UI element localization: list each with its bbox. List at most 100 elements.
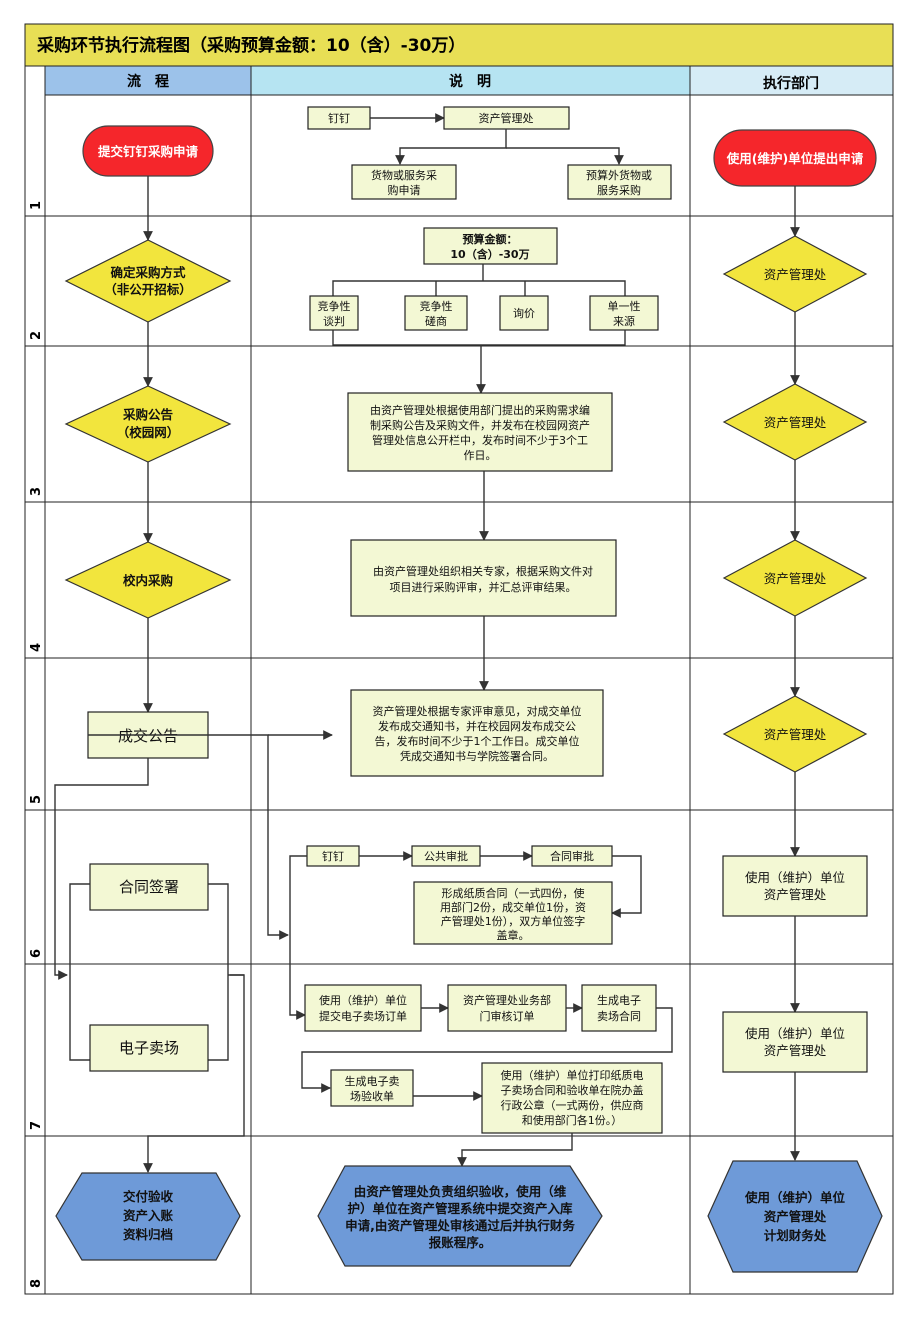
row-number-6: 6 xyxy=(29,949,44,958)
dept-submit-node: 使用(维护)单位提出申请 xyxy=(713,129,877,187)
row-number-3: 3 xyxy=(29,487,44,496)
header-flow xyxy=(44,65,252,96)
svg-text:发布成交通知书，并在校园网发布成交公: 发布成交通知书，并在校园网发布成交公 xyxy=(378,719,576,733)
svg-text:来源: 来源 xyxy=(613,314,635,328)
svg-text:采购公告: 采购公告 xyxy=(122,407,174,422)
svg-text:用部门2份，成交单位1份，资: 用部门2份，成交单位1份，资 xyxy=(440,900,586,914)
svg-text:生成电子: 生成电子 xyxy=(597,993,641,1007)
svg-text:门审核订单: 门审核订单 xyxy=(480,1009,535,1023)
svg-text:（非公开招标）: （非公开招标） xyxy=(104,282,192,297)
desc-contract-approve-box: 合同审批 xyxy=(531,845,613,867)
row-number-2: 2 xyxy=(29,331,44,340)
desc-row3-box: 由资产管理处根据使用部门提出的采购需求编 制采购公告及采购文件，并发布在校园网资… xyxy=(347,392,613,472)
svg-text:询价: 询价 xyxy=(513,307,535,320)
dept-d3-diamond: 资产管理处 xyxy=(722,383,868,461)
svg-text:盖章。: 盖章。 xyxy=(497,928,530,942)
dept-d5-diamond: 资产管理处 xyxy=(722,695,868,773)
svg-text:磋商: 磋商 xyxy=(425,314,447,328)
svg-text:使用（维护）单位: 使用（维护）单位 xyxy=(745,1026,845,1041)
desc-row8-hexagon: 由资产管理处负责组织验收，使用（维 护）单位在资产管理系统中提交资产入库 申请,… xyxy=(317,1165,603,1267)
flow-submit-node: 提交钉钉采购申请 xyxy=(82,125,214,177)
svg-text:资产管理处: 资产管理处 xyxy=(479,111,534,125)
svg-text:由资产管理处组织相关专家，根据采购文件对: 由资产管理处组织相关专家，根据采购文件对 xyxy=(373,564,593,578)
svg-text:交付验收: 交付验收 xyxy=(123,1189,174,1204)
svg-text:服务采购: 服务采购 xyxy=(597,183,641,197)
svg-text:校内采购: 校内采购 xyxy=(123,573,173,588)
svg-text:成交公告: 成交公告 xyxy=(118,727,178,745)
desc-order-box: 使用（维护）单位 提交电子卖场订单 xyxy=(304,984,422,1032)
svg-text:行政公章（一式两份，供应商: 行政公章（一式两份，供应商 xyxy=(501,1098,644,1112)
svg-text:形成纸质合同（一式四份，使: 形成纸质合同（一式四份，使 xyxy=(442,886,585,900)
svg-text:单一性: 单一性 xyxy=(608,299,641,313)
desc-method-3: 询价 xyxy=(499,295,549,331)
svg-text:产管理处1份），双方单位签字: 产管理处1份），双方单位签字 xyxy=(441,914,586,928)
svg-text:钉钉: 钉钉 xyxy=(328,112,350,125)
desc-row4-box: 由资产管理处组织相关专家，根据采购文件对 项目进行采购评审，并汇总评审结果。 xyxy=(350,539,617,617)
svg-text:资产管理处: 资产管理处 xyxy=(764,415,827,430)
desc-paper-contract-box: 形成纸质合同（一式四份，使 用部门2份，成交单位1份，资 产管理处1份），双方单… xyxy=(413,881,613,945)
desc-method-1: 竞争性 谈判 xyxy=(309,295,359,331)
svg-text:使用（维护）单位: 使用（维护）单位 xyxy=(745,870,845,885)
svg-text:提交电子卖场订单: 提交电子卖场订单 xyxy=(319,1009,407,1023)
title-bar xyxy=(24,23,894,67)
dept-d4-diamond: 资产管理处 xyxy=(722,539,868,617)
table-frame xyxy=(24,65,894,1295)
dept-d6-box: 使用（维护）单位 资产管理处 xyxy=(722,855,868,917)
svg-text:预算外货物或: 预算外货物或 xyxy=(586,168,652,182)
svg-text:合同签署: 合同签署 xyxy=(119,878,179,896)
svg-text:使用（维护）单位打印纸质电: 使用（维护）单位打印纸质电 xyxy=(501,1068,644,1082)
svg-text:和使用部门各1份。）: 和使用部门各1份。） xyxy=(522,1113,623,1127)
row-number-7: 7 xyxy=(29,1121,44,1130)
desc-public-approve-box: 公共审批 xyxy=(411,845,481,867)
svg-text:货物或服务采: 货物或服务采 xyxy=(371,168,437,182)
svg-text:护）单位在资产管理系统中提交资产入库: 护）单位在资产管理系统中提交资产入库 xyxy=(347,1201,573,1216)
svg-text:告，发布时间不少于1个工作日。成交单位: 告，发布时间不少于1个工作日。成交单位 xyxy=(375,734,580,748)
desc-goods-box: 货物或服务采 购申请 xyxy=(351,164,457,200)
dept-d7-box: 使用（维护）单位 资产管理处 xyxy=(722,1011,868,1073)
svg-text:计划财务处: 计划财务处 xyxy=(764,1228,827,1243)
svg-text:使用(维护)单位提出申请: 使用(维护)单位提出申请 xyxy=(726,151,864,166)
svg-text:资产管理处业务部: 资产管理处业务部 xyxy=(463,993,551,1007)
desc-budget-box: 预算金额： 10（含）-30万 xyxy=(423,227,558,265)
row-number-8: 8 xyxy=(29,1279,44,1288)
svg-text:管理处信息公开栏中，发布时间不少于3个工: 管理处信息公开栏中，发布时间不少于3个工 xyxy=(372,433,588,447)
svg-text:资产管理处: 资产管理处 xyxy=(764,1209,827,1224)
dept-d2-diamond: 资产管理处 xyxy=(722,235,868,313)
dept-d8-hexagon: 使用（维护）单位 资产管理处 计划财务处 xyxy=(707,1160,883,1273)
svg-text:10（含）-30万: 10（含）-30万 xyxy=(450,247,529,261)
desc-gen-contract-box: 生成电子 卖场合同 xyxy=(581,984,657,1032)
svg-text:电子卖场: 电子卖场 xyxy=(119,1039,179,1057)
svg-text:购申请: 购申请 xyxy=(388,183,421,197)
flow-notice-diamond: 采购公告 （校园网） xyxy=(64,385,232,463)
flow-method-diamond: 确定采购方式 （非公开招标） xyxy=(64,239,232,323)
svg-text:资产管理处根据专家评审意见，对成交单位: 资产管理处根据专家评审意见，对成交单位 xyxy=(373,704,582,718)
flow-final-hexagon: 交付验收 资产入账 资料归档 xyxy=(55,1172,241,1261)
header-desc-label: 说 明 xyxy=(449,73,491,90)
row-number-4: 4 xyxy=(29,643,44,652)
svg-text:生成电子卖: 生成电子卖 xyxy=(345,1074,400,1088)
svg-text:资产入账: 资产入账 xyxy=(123,1208,174,1223)
page-title: 采购环节执行流程图（采购预算金额：10（含）-30万） xyxy=(36,35,465,56)
svg-text:场验收单: 场验收单 xyxy=(350,1089,394,1103)
desc-method-2: 竞争性 磋商 xyxy=(404,295,468,331)
svg-text:报账程序。: 报账程序。 xyxy=(429,1235,492,1250)
svg-text:提交钉钉采购申请: 提交钉钉采购申请 xyxy=(98,144,199,159)
svg-text:由资产管理处根据使用部门提出的采购需求编: 由资产管理处根据使用部门提出的采购需求编 xyxy=(370,403,590,417)
flow-campus-diamond: 校内采购 xyxy=(64,541,232,619)
desc-row5-box: 资产管理处根据专家评审意见，对成交单位 发布成交通知书，并在校园网发布成交公 告… xyxy=(350,689,604,777)
row-number-1: 1 xyxy=(29,201,44,210)
svg-text:（校园网）: （校园网） xyxy=(117,425,180,440)
desc-print-box: 使用（维护）单位打印纸质电 子卖场合同和验收单在院办盖 行政公章（一式两份，供应… xyxy=(481,1062,663,1134)
header-flow-label: 流 程 xyxy=(127,73,169,90)
svg-text:资产管理处: 资产管理处 xyxy=(764,267,827,282)
flow-emarket-box: 电子卖场 xyxy=(89,1024,209,1072)
svg-text:合同审批: 合同审批 xyxy=(550,849,594,863)
desc-gen-accept-box: 生成电子卖 场验收单 xyxy=(330,1069,414,1107)
svg-text:卖场合同: 卖场合同 xyxy=(597,1009,641,1023)
svg-text:谈判: 谈判 xyxy=(323,315,345,328)
svg-text:子卖场合同和验收单在院办盖: 子卖场合同和验收单在院办盖 xyxy=(501,1083,644,1097)
svg-text:制采购公告及采购文件，并发布在校园网资产: 制采购公告及采购文件，并发布在校园网资产 xyxy=(370,418,590,432)
svg-text:竞争性: 竞争性 xyxy=(318,299,351,313)
svg-text:资产管理处: 资产管理处 xyxy=(764,887,827,902)
